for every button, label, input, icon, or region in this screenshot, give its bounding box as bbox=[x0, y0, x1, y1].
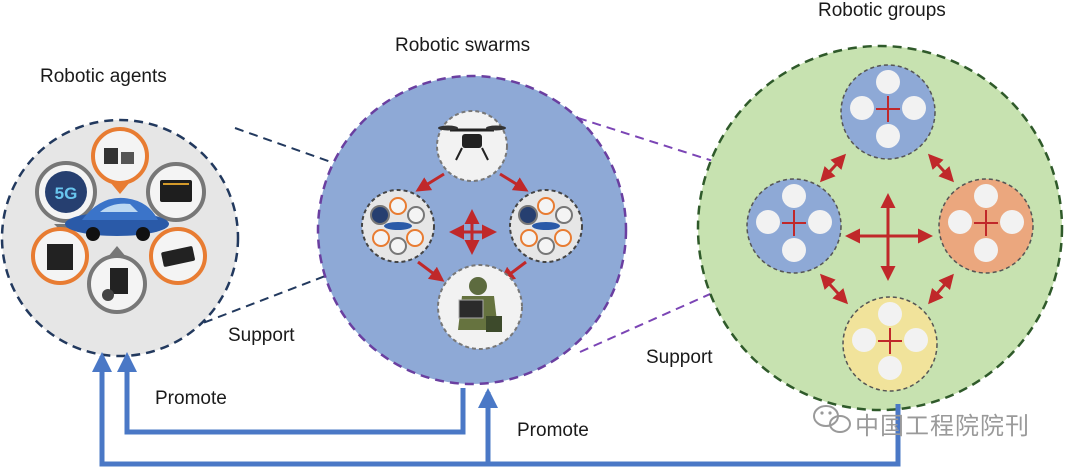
robotic-agents-cluster: 5G bbox=[0, 118, 240, 358]
connector-swarms-top bbox=[577, 117, 783, 184]
support-label-right: Support bbox=[646, 347, 713, 368]
robotic-swarms-cluster bbox=[316, 74, 628, 386]
support-label-left: Support bbox=[228, 325, 295, 346]
team-right-orange bbox=[938, 178, 1034, 274]
drone-icon bbox=[436, 110, 508, 182]
connector-agents-bottom bbox=[189, 257, 373, 329]
camera-device-icon bbox=[87, 246, 147, 314]
groups-circle bbox=[696, 44, 1064, 412]
promote-arrow-outer bbox=[92, 352, 901, 467]
mini-agents-cluster-left bbox=[361, 189, 435, 263]
controller-box-icon bbox=[146, 162, 206, 222]
router-device-icon bbox=[91, 127, 149, 194]
team-left-blue bbox=[746, 178, 842, 274]
promote-label-right: Promote bbox=[517, 420, 589, 441]
wechat-icon bbox=[813, 405, 851, 433]
team-bottom-yellow bbox=[842, 296, 938, 392]
promote-arrows bbox=[92, 352, 901, 467]
robotic-groups-cluster bbox=[696, 44, 1064, 412]
mini-agents-cluster-right bbox=[509, 189, 583, 263]
svg-text:5G: 5G bbox=[55, 184, 78, 203]
swarms-title: Robotic swarms bbox=[395, 35, 531, 56]
group-coordination-arrows bbox=[819, 153, 955, 305]
groups-title: Robotic groups bbox=[818, 0, 946, 21]
promote-arrow-inner bbox=[117, 352, 466, 435]
team-top-blue bbox=[840, 64, 936, 160]
soldier-operator-icon bbox=[437, 264, 523, 350]
promote-label-left: Promote bbox=[155, 388, 227, 409]
sensor-cube-icon bbox=[31, 227, 89, 285]
agents-title: Robotic agents bbox=[40, 66, 167, 87]
autonomous-car-icon bbox=[65, 197, 169, 241]
watermark-text: 中国工程院院刊 bbox=[855, 412, 1030, 440]
battery-module-icon bbox=[149, 227, 207, 285]
